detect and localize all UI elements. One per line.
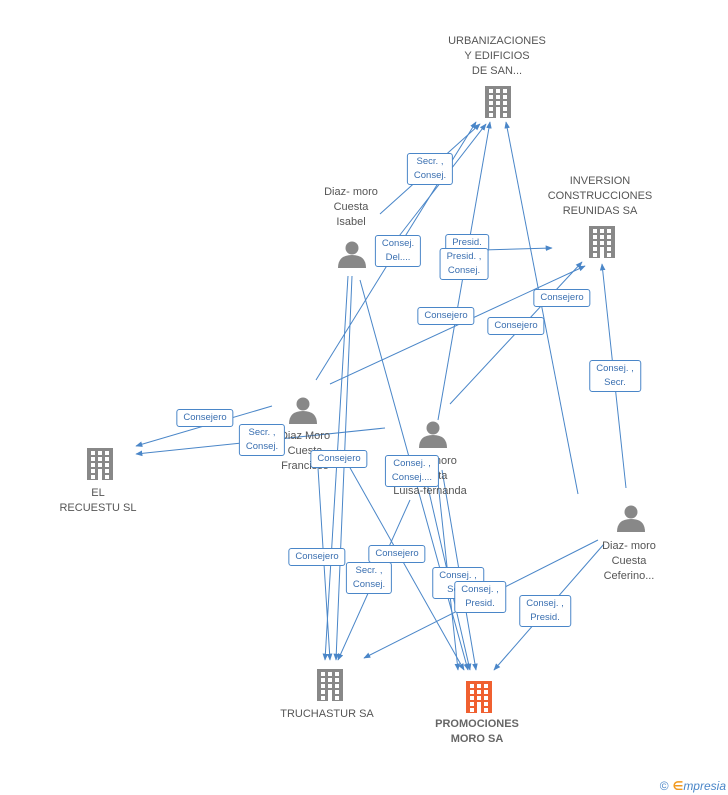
- node-label-line: TRUCHASTUR SA: [280, 708, 374, 720]
- edge-label-line: Consej.: [447, 265, 481, 276]
- inversion-building-icon[interactable]: [589, 226, 615, 258]
- node-label-line: EL: [91, 487, 105, 499]
- edge-label-line: Consej.: [245, 441, 279, 452]
- node-label-line: Cuesta: [611, 555, 647, 567]
- edge-label-line: Secr. ,: [355, 565, 383, 576]
- node-label-line: REUNIDAS SA: [562, 205, 638, 217]
- node-label-inversion[interactable]: INVERSION CONSTRUCCIONES REUNIDAS SA: [548, 174, 653, 219]
- node-label-line: URBANIZACIONES: [448, 35, 546, 47]
- edge-label-line: Presid.: [530, 612, 560, 623]
- edge-label-line: Consej. ,: [461, 584, 499, 595]
- ceferino-person-icon[interactable]: [617, 505, 645, 533]
- edge-label-e11[interactable]: Consejero: [310, 450, 368, 468]
- node-label-line: Isabel: [336, 216, 366, 228]
- francisco-person-icon[interactable]: [289, 397, 317, 425]
- edge-line-12: [333, 275, 353, 661]
- node-label-line: Diaz- moro: [324, 186, 378, 198]
- node-label-line: INVERSION: [569, 175, 631, 187]
- node-label-line: Diaz Moro: [279, 430, 331, 442]
- edge-label-line: Consejero: [540, 292, 584, 303]
- node-label-truchastur[interactable]: TRUCHASTUR SA: [280, 707, 374, 722]
- edge-label-e15[interactable]: Secr. , Consej.: [345, 562, 393, 594]
- node-label-line: MORO SA: [450, 733, 504, 745]
- urbanizaciones-building-icon[interactable]: [485, 86, 511, 118]
- node-label-line: Luisa-fernanda: [393, 485, 467, 497]
- edge-label-e7[interactable]: Consejero: [487, 317, 545, 335]
- edge-label-e1[interactable]: Secr. , Consej.: [406, 153, 454, 185]
- edge-label-e17[interactable]: Consej. , Presid.: [454, 581, 506, 613]
- edge-label-e13[interactable]: Consejero: [288, 548, 346, 566]
- edge-label-line: Secr. ,: [416, 156, 444, 167]
- node-label-promociones[interactable]: PROMOCIONES MORO SA: [435, 717, 519, 747]
- promociones-building-icon[interactable]: [466, 681, 492, 713]
- edge-label-line: Consej. ,: [439, 570, 477, 581]
- edge-line-6: [481, 245, 553, 251]
- edge-label-e9[interactable]: Consejero: [176, 409, 234, 427]
- edge-label-line: Secr. ,: [248, 427, 276, 438]
- edge-label-e12[interactable]: Consej. , Consej....: [384, 455, 440, 487]
- edge-label-line: Consej.: [381, 238, 415, 249]
- edge-label-line: Del....: [385, 252, 411, 263]
- edge-label-line: Consejero: [375, 548, 419, 559]
- edge-label-line: Consej.: [352, 579, 386, 590]
- brand-logo-icon: ∈: [672, 779, 684, 793]
- luisa-person-icon[interactable]: [419, 421, 447, 449]
- edge-line-4: [504, 121, 579, 495]
- edge-line-7: [329, 265, 586, 385]
- edge-label-line: Consej. ,: [526, 598, 564, 609]
- edge-label-line: Presid.: [465, 598, 495, 609]
- edge-label-e8[interactable]: Consej. , Secr.: [589, 360, 641, 392]
- node-label-line: Diaz- moro: [602, 540, 656, 552]
- node-label-urbanizaciones[interactable]: URBANIZACIONES Y EDIFICIOS DE SAN...: [448, 34, 546, 79]
- node-label-line: CONSTRUCCIONES: [547, 190, 653, 202]
- node-label-line: Cuesta: [333, 201, 369, 213]
- brand-name: mpresia: [683, 779, 726, 793]
- edge-label-e10[interactable]: Secr. , Consej.: [238, 424, 286, 456]
- node-label-line: Y EDIFICIOS: [464, 50, 530, 62]
- edge-label-line: Secr.: [604, 377, 626, 388]
- edge-label-e4[interactable]: Presid. , Consej.: [439, 248, 489, 280]
- el-recuestu-building-icon[interactable]: [87, 448, 113, 480]
- edge-label-line: Consej. ,: [393, 458, 431, 469]
- edge-label-line: Presid. ,: [446, 251, 482, 262]
- footer-brand[interactable]: ©∈mpresia: [660, 779, 726, 793]
- edge-line-21: [322, 275, 349, 661]
- node-label-line: Ceferino...: [603, 570, 655, 582]
- edge-label-line: Consej....: [391, 472, 433, 483]
- edge-label-e18[interactable]: Consej. , Presid.: [519, 595, 571, 627]
- edge-label-line: Consejero: [317, 453, 361, 464]
- node-label-line: PROMOCIONES: [435, 718, 519, 730]
- edge-label-line: Consejero: [494, 320, 538, 331]
- edge-label-line: Consej.: [413, 170, 447, 181]
- copyright-symbol: ©: [659, 779, 669, 793]
- edge-label-line: Presid.: [452, 237, 482, 248]
- edge-label-line: Consejero: [424, 310, 468, 321]
- edge-label-line: Consejero: [183, 412, 227, 423]
- edge-label-line: Consejero: [295, 551, 339, 562]
- edge-label-e6[interactable]: Consejero: [417, 307, 475, 325]
- edge-label-e5[interactable]: Consejero: [533, 289, 591, 307]
- edge-label-e2[interactable]: Consej. Del....: [374, 235, 422, 267]
- node-label-line: RECUESTU SL: [59, 502, 137, 514]
- edge-label-line: Consej. ,: [596, 363, 634, 374]
- truchastur-building-icon[interactable]: [317, 669, 343, 701]
- node-label-line: DE SAN...: [471, 65, 523, 77]
- isabel-person-icon[interactable]: [338, 241, 366, 269]
- node-label-el-recuestu[interactable]: EL RECUESTU SL: [59, 486, 136, 516]
- edge-label-e14[interactable]: Consejero: [368, 545, 426, 563]
